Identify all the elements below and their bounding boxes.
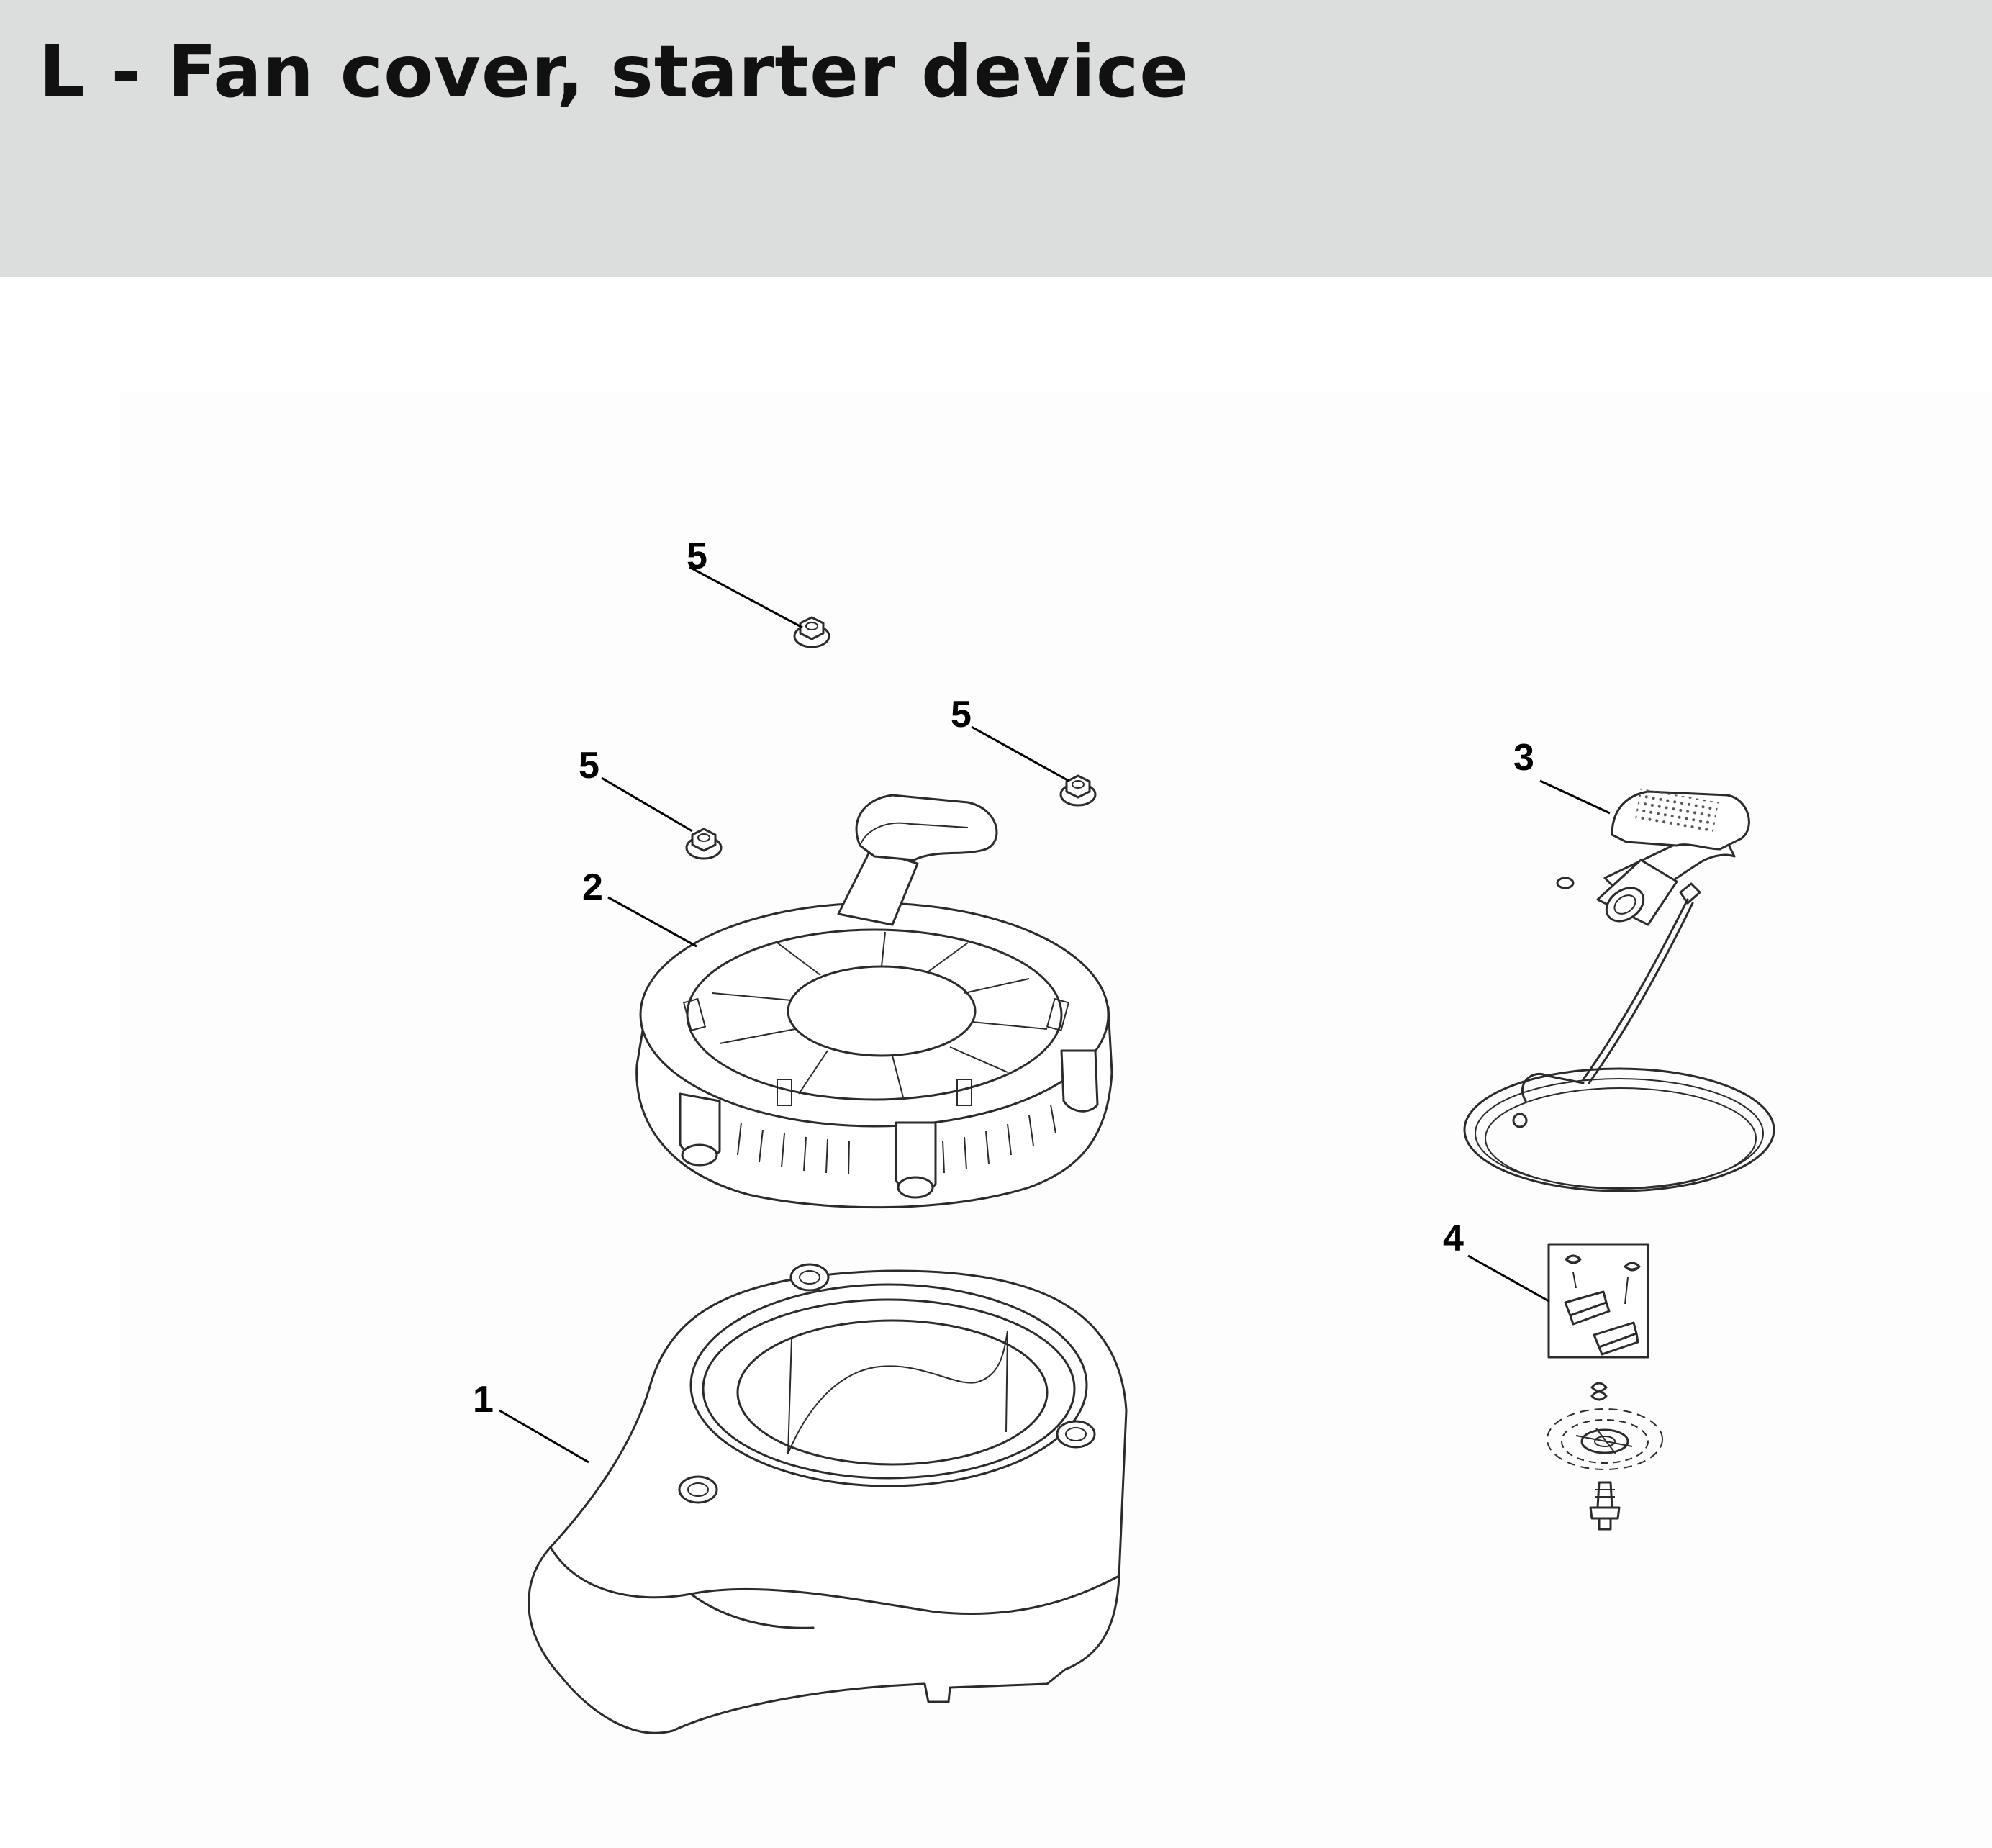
starter-t-handle [837, 794, 998, 926]
callout-5-right: 5 [951, 694, 972, 735]
rewind-starter-part[interactable] [635, 794, 1113, 1209]
callout-5-left: 5 [579, 745, 599, 787]
fan-cover-part[interactable] [528, 1263, 1128, 1734]
leader-5-right [971, 725, 1069, 782]
leader-5-top [689, 566, 803, 629]
page-title: L - Fan cover, starter device [39, 30, 1190, 114]
starter-mount-lugs [679, 1049, 1099, 1199]
pawl-spring-left [1565, 1254, 1582, 1289]
leader-4 [1467, 1254, 1549, 1303]
callout-1: 1 [473, 1379, 494, 1421]
boss-right [1056, 1420, 1096, 1449]
flange-nut-right[interactable] [1059, 774, 1097, 807]
starter-grip-part[interactable] [1463, 788, 1775, 1192]
flange-nut-top[interactable] [793, 616, 830, 648]
callout-4: 4 [1443, 1218, 1464, 1259]
ratchet-assembly-part [1547, 1382, 1663, 1531]
callout-3: 3 [1513, 737, 1534, 779]
pawl-kit-part[interactable] [1547, 1243, 1649, 1359]
boss-left [678, 1475, 718, 1504]
leader-1 [499, 1409, 589, 1464]
callout-5-top: 5 [687, 535, 707, 577]
leader-3 [1539, 779, 1611, 815]
boss-top [789, 1263, 830, 1292]
pawl-spring-right [1624, 1262, 1641, 1305]
header-bar: L - Fan cover, starter device [0, 0, 1992, 277]
flange-nut-left[interactable] [685, 828, 723, 860]
leader-5-left [601, 776, 693, 833]
leader-2 [607, 896, 697, 948]
starter-skirt-slots [737, 1104, 1056, 1175]
callout-2: 2 [582, 866, 603, 908]
